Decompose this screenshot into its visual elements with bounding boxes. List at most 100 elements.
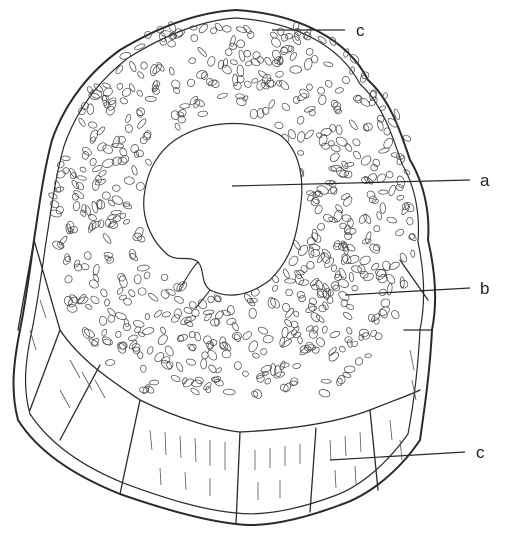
grain: [342, 195, 354, 208]
grain: [334, 204, 344, 215]
grain: [116, 82, 124, 90]
grain: [147, 292, 159, 303]
grain: [101, 143, 114, 155]
grain: [73, 201, 81, 211]
grain: [395, 228, 405, 237]
grain: [311, 199, 319, 207]
grain: [143, 130, 152, 139]
grain: [153, 309, 163, 318]
grain: [129, 252, 139, 262]
grain: [293, 310, 300, 318]
grain: [353, 94, 362, 102]
grain: [252, 352, 260, 359]
grain: [184, 314, 197, 324]
grain: [305, 305, 318, 314]
grain: [374, 332, 384, 341]
grain: [304, 105, 316, 113]
grain: [235, 93, 245, 99]
grain: [285, 33, 293, 39]
grain: [338, 345, 346, 353]
grain: [352, 285, 358, 291]
grain: [308, 297, 318, 306]
grain: [379, 190, 389, 195]
grain: [242, 370, 250, 377]
grain: [142, 132, 151, 141]
grain: [316, 222, 325, 231]
grain: [236, 26, 248, 34]
grain: [137, 264, 150, 272]
grain: [96, 141, 108, 153]
grain: [316, 184, 330, 196]
grain: [190, 387, 201, 396]
grain: [169, 67, 175, 76]
grain: [403, 200, 416, 213]
grain: [382, 92, 388, 99]
grain: [243, 80, 252, 89]
grain: [217, 60, 224, 70]
grain: [369, 329, 378, 338]
central-cavity: [144, 124, 302, 296]
grain: [324, 79, 333, 89]
grain: [242, 95, 249, 102]
grain: [81, 146, 93, 157]
grain: [352, 150, 362, 160]
grain: [362, 332, 370, 339]
grain: [279, 337, 285, 347]
grain: [390, 309, 401, 320]
grain: [98, 220, 104, 228]
grain: [209, 27, 217, 35]
label-b: b: [480, 279, 489, 298]
grain: [77, 175, 87, 181]
grain: [128, 60, 137, 72]
grain: [234, 361, 242, 369]
grain: [138, 331, 146, 338]
grain: [99, 316, 107, 326]
grain: [139, 135, 149, 145]
grain: [159, 326, 166, 334]
grain: [315, 314, 325, 324]
grain: [170, 313, 182, 324]
grain: [55, 205, 65, 215]
grain: [386, 216, 397, 224]
grain: [373, 225, 381, 233]
grain: [249, 308, 257, 318]
grain: [87, 223, 94, 233]
grain: [281, 102, 292, 112]
grain: [342, 311, 353, 321]
grain: [198, 111, 208, 117]
grain: [247, 339, 259, 353]
grain: [360, 271, 368, 278]
grain: [275, 70, 284, 78]
grain: [144, 158, 152, 166]
grain: [123, 318, 129, 327]
grain: [134, 43, 146, 51]
grain: [140, 365, 146, 372]
grain: [297, 291, 305, 298]
grain: [344, 232, 352, 240]
grain: [329, 330, 340, 339]
grain: [61, 156, 70, 161]
grain: [289, 51, 298, 61]
grain: [127, 289, 136, 298]
grain: [78, 117, 87, 127]
grain: [251, 78, 258, 84]
grain: [137, 351, 144, 359]
grain: [372, 158, 382, 168]
grain: [327, 297, 333, 304]
grain: [79, 166, 87, 173]
grain: [95, 175, 103, 184]
grain: [243, 49, 252, 58]
grain: [344, 162, 354, 168]
grain: [391, 152, 400, 157]
grain: [136, 89, 144, 97]
grain: [304, 341, 314, 351]
grain: [124, 176, 135, 185]
grain: [386, 283, 392, 296]
grain: [112, 185, 120, 192]
grain: [396, 194, 404, 200]
label-c-bottom: c: [476, 443, 485, 462]
grain: [271, 284, 279, 292]
grain: [123, 323, 131, 331]
grain: [123, 297, 133, 306]
grain: [226, 318, 237, 326]
